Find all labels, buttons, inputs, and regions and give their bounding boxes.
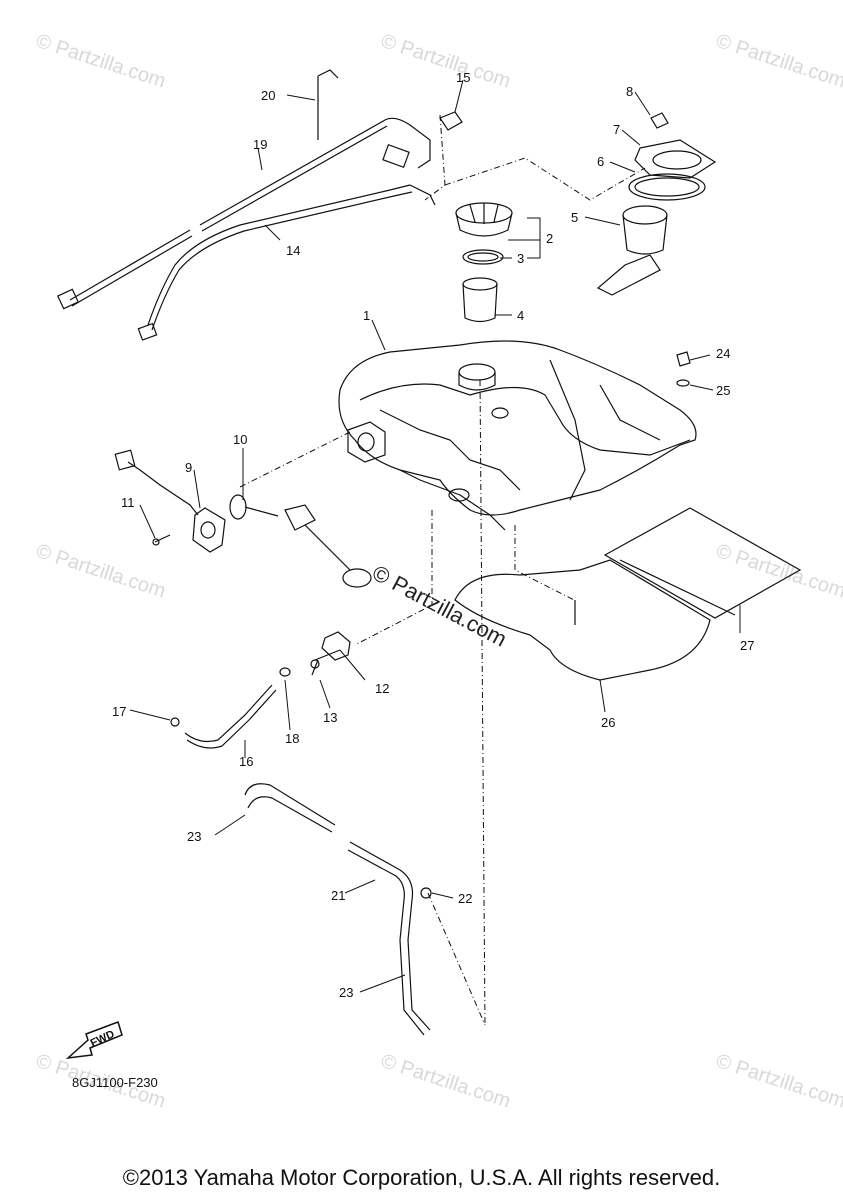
callout-16: 16 [239,754,254,769]
callout-6: 6 [597,154,605,169]
callout-23a: 23 [187,829,202,844]
callout-14: 14 [286,243,301,258]
callout-18: 18 [285,731,300,746]
copyright-footer: ©2013 Yamaha Motor Corporation, U.S.A. A… [122,1165,721,1190]
callout-24: 24 [716,346,731,361]
callout-26: 26 [601,715,616,730]
fuel-tank [338,340,697,516]
callout-22: 22 [458,891,473,906]
callout-12: 12 [375,681,390,696]
callout-1: 1 [363,308,371,323]
callout-25: 25 [716,383,731,398]
callout-20: 20 [261,88,276,103]
callout-17: 17 [112,704,127,719]
fwd-arrow-icon [65,1021,123,1060]
callout-21: 21 [331,888,346,903]
callout-8: 8 [626,84,634,99]
breather-hose [244,783,431,1031]
callout-7: 7 [613,122,621,137]
callout-19: 19 [253,137,268,152]
callout-23b: 23 [339,985,354,1000]
tank-pad [603,507,802,619]
diagram-code: 8GJ1100-F230 [72,1075,158,1090]
tank-tray [454,559,711,681]
callout-10: 10 [233,432,248,447]
callout-13: 13 [323,710,338,725]
callout-4: 4 [517,308,525,323]
callout-5: 5 [571,210,579,225]
callout-3: 3 [517,251,525,266]
callout-9: 9 [185,460,193,475]
callout-27: 27 [740,638,755,653]
callout-15: 15 [456,70,471,85]
callout-11: 11 [121,495,135,510]
callout-2: 2 [546,231,554,246]
